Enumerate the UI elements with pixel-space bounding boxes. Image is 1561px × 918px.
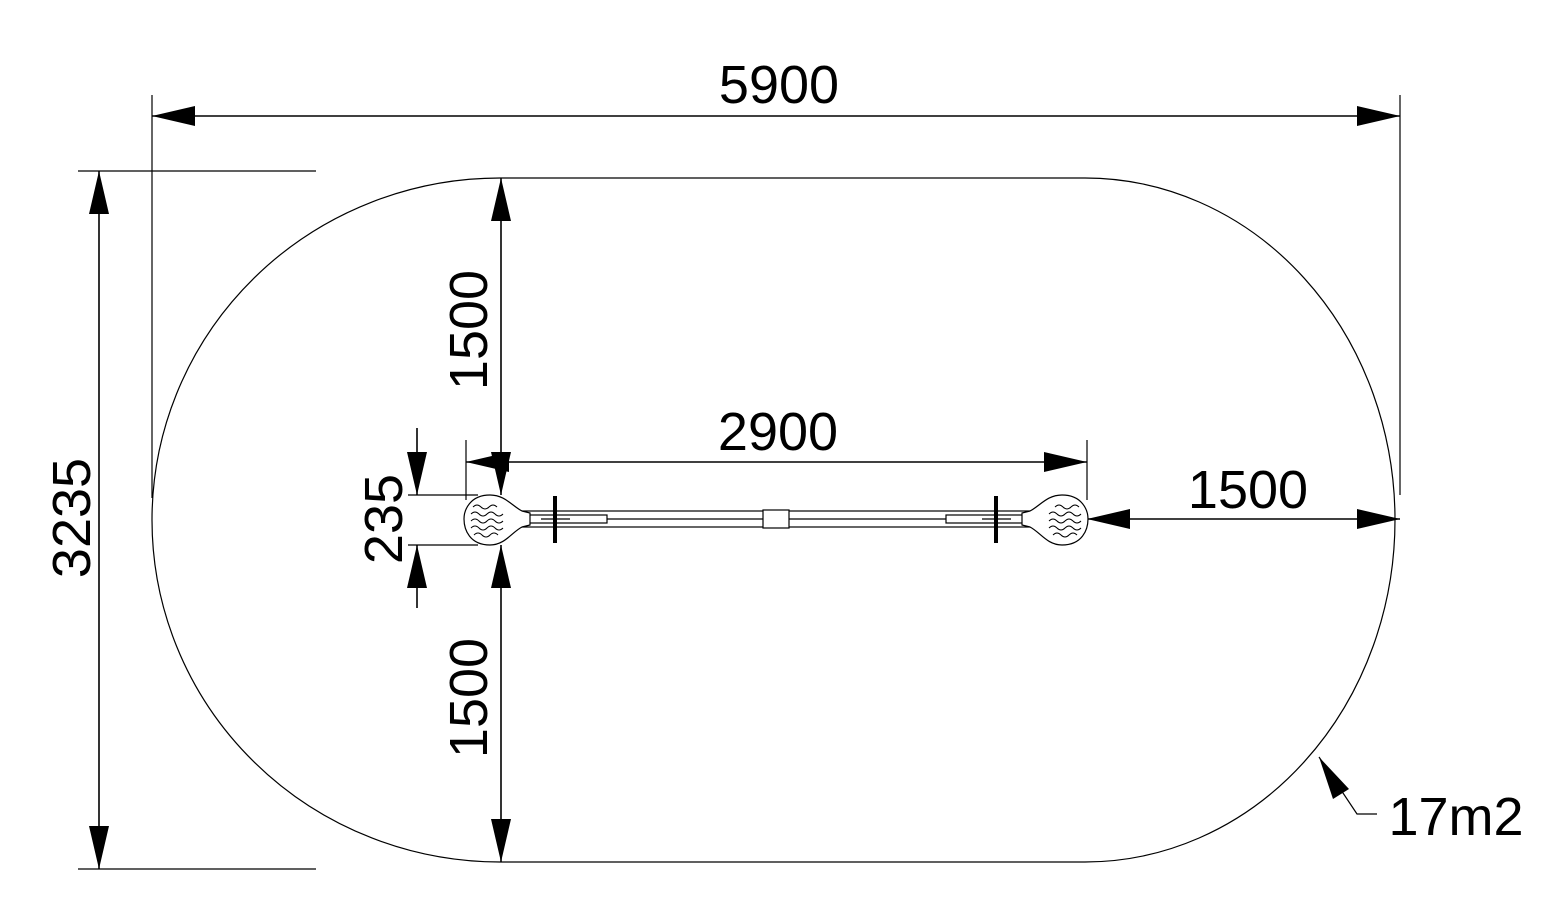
- end-cap-left: [463, 494, 531, 546]
- area-leader-line: [1318, 756, 1377, 815]
- safety-zone-outline: [151, 177, 1396, 863]
- dim-label-overall-width: 3235: [42, 458, 102, 578]
- arrowhead-clearance-end-right: [1357, 509, 1400, 529]
- dim-label-overall-length: 5900: [719, 55, 839, 115]
- dim-label-clearance-bottom: 1500: [439, 638, 499, 758]
- arrowhead-width-bottom: [407, 545, 427, 588]
- end-cap-left-texture: [470, 504, 504, 538]
- arrowhead-right: [1357, 106, 1400, 126]
- area-label: 17m2: [1388, 787, 1523, 847]
- dim-label-equipment-length: 2900: [718, 402, 838, 462]
- end-cap-right-texture: [1048, 504, 1082, 538]
- arrowhead-clearance-bottom-down: [491, 819, 511, 862]
- arrowhead-clearance-bottom-up: [491, 545, 511, 588]
- arrowhead-clearance-top-up: [491, 178, 511, 221]
- area-leader-arrowhead: [1319, 757, 1349, 799]
- arrowhead-left: [152, 106, 195, 126]
- arrowhead-width-top: [407, 452, 427, 495]
- dim-label-clearance-end: 1500: [1188, 460, 1308, 520]
- dim-label-clearance-top: 1500: [439, 270, 499, 390]
- seesaw-equipment: [463, 494, 1089, 546]
- arrowhead-bottom: [89, 826, 109, 869]
- arrowhead-equipment-right: [1044, 452, 1087, 472]
- dim-label-equipment-width: 235: [354, 474, 414, 564]
- arrowhead-equipment-left: [466, 452, 509, 472]
- seesaw-pivot: [762, 509, 790, 529]
- arrowhead-top: [89, 171, 109, 214]
- arrowhead-clearance-end-left: [1087, 509, 1130, 529]
